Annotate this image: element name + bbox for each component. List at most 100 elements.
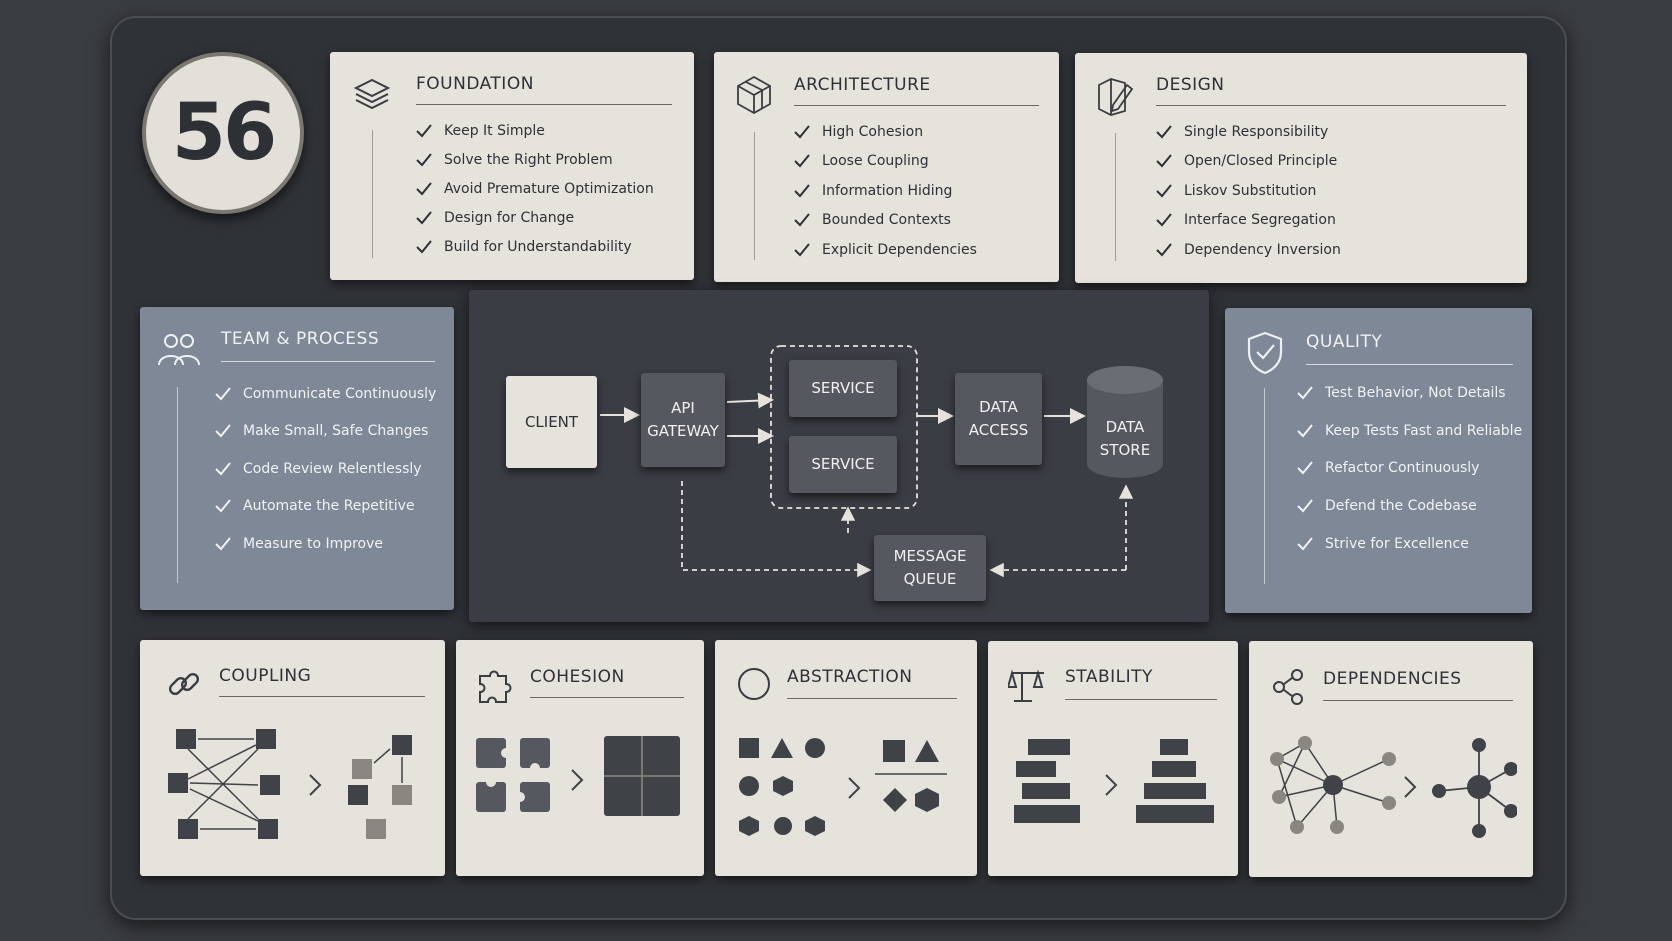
list-item: Automate the Repetitive bbox=[215, 488, 436, 526]
divider bbox=[221, 361, 435, 362]
list-item: Solve the Right Problem bbox=[416, 145, 654, 174]
check-icon bbox=[215, 462, 231, 476]
list-item: High Cohesion bbox=[794, 117, 977, 147]
pencil-box-icon bbox=[1098, 78, 1134, 116]
check-icon bbox=[794, 184, 810, 198]
check-icon bbox=[1297, 424, 1313, 438]
coupling-title: COUPLING bbox=[219, 666, 312, 686]
list-item: Interface Segregation bbox=[1156, 206, 1341, 236]
divider bbox=[1115, 133, 1116, 261]
check-icon bbox=[416, 239, 432, 253]
data-access-label-line1: DATA bbox=[979, 398, 1018, 416]
check-icon bbox=[215, 499, 231, 513]
number-badge: 56 bbox=[142, 52, 304, 214]
list-item: Bounded Contexts bbox=[794, 206, 977, 236]
service-label: SERVICE bbox=[811, 455, 875, 473]
team-process-card: TEAM & PROCESS Communicate Continuously … bbox=[140, 307, 454, 610]
item-label: Refactor Continuously bbox=[1325, 460, 1480, 477]
abstraction-title: ABSTRACTION bbox=[787, 667, 913, 687]
quality-list: Test Behavior, Not Details Keep Tests Fa… bbox=[1297, 374, 1522, 563]
check-icon bbox=[215, 387, 231, 401]
gateway-label-line1: API bbox=[671, 399, 695, 417]
data-store-cylinder bbox=[1087, 366, 1163, 478]
data-store-label-line2: STORE bbox=[1099, 441, 1151, 459]
divider bbox=[794, 105, 1039, 106]
item-label: Automate the Repetitive bbox=[243, 498, 415, 515]
list-item: Defend the Codebase bbox=[1297, 487, 1522, 525]
api-gateway-node: API GATEWAY bbox=[641, 373, 725, 467]
check-icon bbox=[794, 154, 810, 168]
check-icon bbox=[794, 125, 810, 139]
list-item: Liskov Substitution bbox=[1156, 176, 1341, 206]
divider bbox=[177, 387, 178, 583]
arrow-gateway-service1 bbox=[726, 392, 774, 409]
divider bbox=[1323, 700, 1513, 701]
list-item: Avoid Premature Optimization bbox=[416, 174, 654, 203]
dashed-gateway-queue bbox=[681, 481, 872, 578]
circle-icon bbox=[738, 668, 770, 700]
check-icon bbox=[416, 210, 432, 224]
divider bbox=[416, 104, 672, 105]
queue-label-line1: MESSAGE bbox=[893, 547, 967, 565]
list-item: Strive for Excellence bbox=[1297, 525, 1522, 563]
service-label: SERVICE bbox=[811, 379, 875, 397]
cohesion-illustration bbox=[476, 736, 680, 816]
data-store-label-line1: DATA bbox=[1105, 418, 1145, 436]
coupling-illustration bbox=[168, 729, 412, 839]
shield-check-icon bbox=[1247, 331, 1283, 375]
check-icon bbox=[416, 152, 432, 166]
divider bbox=[1264, 388, 1265, 584]
quality-title: QUALITY bbox=[1306, 332, 1383, 352]
list-item: Loose Coupling bbox=[794, 147, 977, 177]
quality-card: QUALITY Test Behavior, Not Details Keep … bbox=[1225, 308, 1532, 613]
check-icon bbox=[1297, 461, 1313, 475]
list-item: Make Small, Safe Changes bbox=[215, 413, 436, 451]
item-label: Build for Understandability bbox=[444, 238, 632, 255]
item-label: Open/Closed Principle bbox=[1184, 153, 1338, 170]
divider bbox=[372, 130, 373, 258]
divider bbox=[787, 698, 957, 699]
item-label: Explicit Dependencies bbox=[822, 241, 977, 258]
foundation-card: FOUNDATION Keep It Simple Solve the Righ… bbox=[330, 52, 694, 280]
list-item: Measure to Improve bbox=[215, 525, 436, 563]
check-icon bbox=[1156, 184, 1172, 198]
queue-label-line2: QUEUE bbox=[903, 570, 957, 588]
cube-icon bbox=[737, 75, 771, 115]
design-list: Single Responsibility Open/Closed Princi… bbox=[1156, 117, 1341, 265]
item-label: Make Small, Safe Changes bbox=[243, 423, 429, 440]
share-nodes-icon bbox=[1273, 669, 1303, 705]
message-queue-node: MESSAGE QUEUE bbox=[874, 535, 986, 601]
item-label: Dependency Inversion bbox=[1184, 241, 1341, 258]
cohesion-card: COHESION bbox=[456, 640, 704, 876]
item-label: Loose Coupling bbox=[822, 153, 929, 170]
item-label: Information Hiding bbox=[822, 182, 953, 199]
item-label: Single Responsibility bbox=[1184, 123, 1329, 140]
list-item: Communicate Continuously bbox=[215, 375, 436, 413]
item-label: Code Review Relentlessly bbox=[243, 460, 422, 477]
list-item: Dependency Inversion bbox=[1156, 235, 1341, 265]
item-label: Design for Change bbox=[444, 209, 575, 226]
client-node: CLIENT bbox=[506, 376, 597, 468]
item-label: Defend the Codebase bbox=[1325, 498, 1477, 515]
divider bbox=[1306, 364, 1513, 365]
architecture-title: ARCHITECTURE bbox=[794, 75, 931, 95]
item-label: Keep It Simple bbox=[444, 122, 545, 139]
design-title: DESIGN bbox=[1156, 75, 1225, 95]
check-icon bbox=[416, 181, 432, 195]
item-label: Measure to Improve bbox=[243, 535, 384, 552]
divider bbox=[1156, 105, 1506, 106]
item-label: Solve the Right Problem bbox=[444, 151, 613, 168]
data-access-label-line2: ACCESS bbox=[968, 421, 1029, 439]
foundation-title: FOUNDATION bbox=[416, 74, 534, 94]
dependencies-title: DEPENDENCIES bbox=[1323, 669, 1462, 689]
check-icon bbox=[794, 243, 810, 257]
client-label: CLIENT bbox=[524, 412, 579, 431]
check-icon bbox=[1297, 386, 1313, 400]
gateway-label-line2: GATEWAY bbox=[647, 422, 719, 440]
data-access-node: DATA ACCESS bbox=[955, 373, 1042, 465]
abstraction-illustration bbox=[739, 738, 947, 836]
list-item: Keep It Simple bbox=[416, 116, 654, 145]
divider bbox=[754, 132, 755, 260]
list-item: Explicit Dependencies bbox=[794, 235, 977, 265]
